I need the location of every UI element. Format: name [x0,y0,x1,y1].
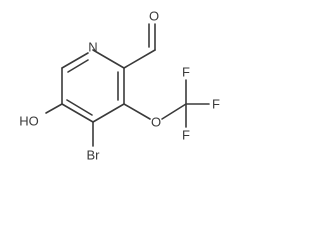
bond-c6-n-inner [67,59,89,73]
atom-label-aldehyde-oxygen: O [149,9,159,24]
atom-labels: N O O F F F Br HO [19,9,220,163]
bond-c4-c5-inner [66,99,93,116]
bond-lines [45,23,210,147]
atom-label-hydroxyl: HO [19,114,39,129]
bond-c2-cho [123,49,156,69]
bond-c5-oh [45,103,63,114]
atom-label-fluorine-right: F [212,97,220,112]
atom-label-fluorine-top: F [182,65,190,80]
atom-label-ether-oxygen: O [151,115,161,130]
bond-c4-c5 [61,103,94,123]
bond-c3-o [123,103,151,120]
atom-label-fluorine-bottom: F [182,128,190,143]
bond-n-c2 [92,49,125,69]
chemical-structure-diagram: N O O F F F Br HO [19,9,220,163]
bond-o-cf3 [161,103,187,120]
atom-label-ring-nitrogen: N [88,40,97,55]
bond-c6-n [61,52,89,69]
atom-label-bromine: Br [87,148,101,163]
bond-c3-c4 [92,103,125,123]
